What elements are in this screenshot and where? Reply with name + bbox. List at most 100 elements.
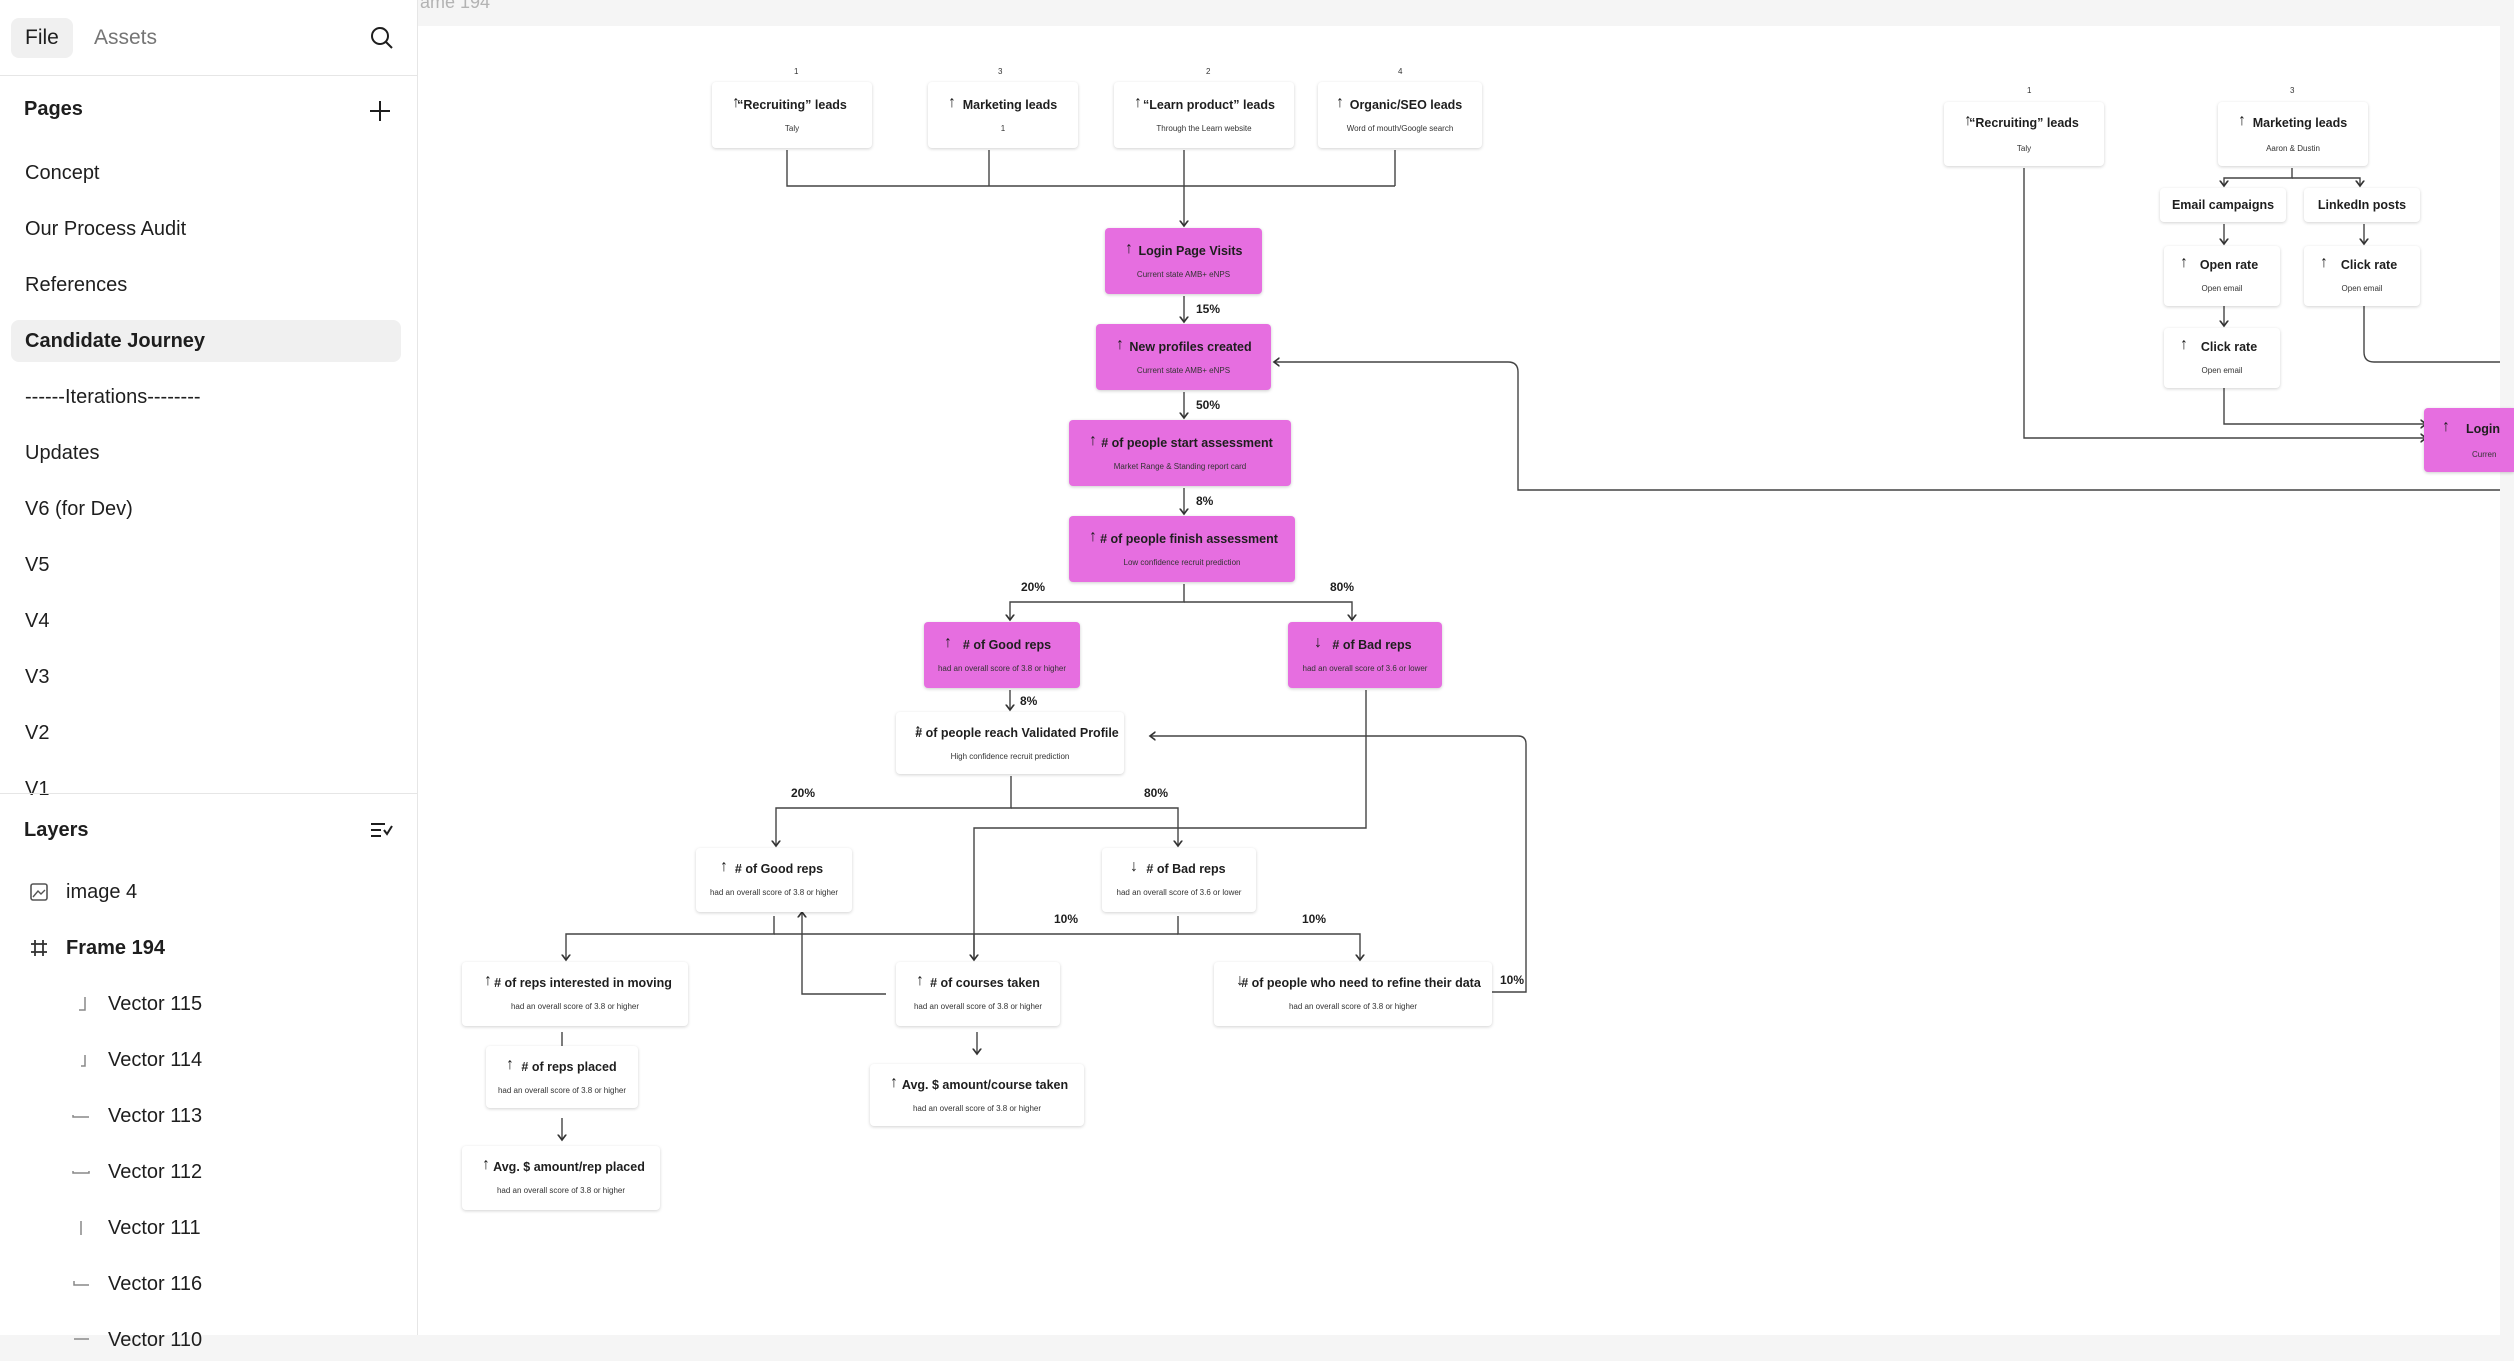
pct-label: 15% — [1196, 302, 1221, 316]
lead-number: 1 — [2027, 86, 2032, 95]
page-item-references[interactable]: References — [25, 274, 128, 296]
node-bad-reps-1[interactable]: ↓ # of Bad reps had an overall score of … — [1288, 622, 1442, 688]
pages-title: Pages — [24, 98, 83, 120]
node-finish-assessment[interactable]: ↑ # of people finish assessment Low conf… — [1069, 516, 1295, 582]
arrow-up-icon: ↑ — [1089, 528, 1097, 545]
arrow-up-icon: ↑ — [948, 94, 956, 111]
node-avg-rep-placed[interactable]: ↑ Avg. $ amount/rep placed had an overal… — [462, 1146, 660, 1210]
frame-label[interactable]: ame 194 — [420, 0, 491, 12]
node-email-campaigns[interactable]: Email campaigns — [2160, 188, 2286, 222]
arrow-down-icon: ↓ — [1130, 858, 1138, 875]
page-item-v2[interactable]: V2 — [25, 722, 50, 744]
arrow-up-icon: ↑ — [1125, 240, 1133, 257]
page-item-updates[interactable]: Updates — [25, 442, 100, 464]
page-item-candidate-journey[interactable]: Candidate Journey — [11, 320, 401, 362]
node-recruiting-leads[interactable]: ↑ “Recruiting” leads Taly — [712, 82, 872, 148]
node-open-rate[interactable]: ↑ Open rate Open email — [2164, 246, 2280, 306]
layer-vector-112[interactable]: Vector 112 — [108, 1161, 203, 1183]
node-bad-reps-2[interactable]: ↓ # of Bad reps had an overall score of … — [1102, 848, 1256, 912]
node-reps-interested[interactable]: ↑ # of reps interested in moving had an … — [462, 962, 688, 1026]
page-item-v1[interactable]: V1 — [25, 778, 50, 800]
arrow-up-icon: ↑ — [2442, 418, 2450, 435]
pct-label: 10% — [1302, 912, 1327, 926]
image-layer-icon — [28, 882, 50, 904]
vector-icon — [70, 1162, 92, 1184]
node-refine-data[interactable]: ↓ # of people who need to refine their d… — [1214, 962, 1492, 1026]
node-click-rate-linkedin[interactable]: ↑ Click rate Open email — [2304, 246, 2420, 306]
arrow-up-icon: ↑ — [1134, 94, 1142, 111]
node-login-page-visits[interactable]: ↑ Login Page Visits Current state AMB+ e… — [1105, 228, 1262, 294]
page-item-v6[interactable]: V6 (for Dev) — [25, 498, 133, 520]
collapse-layers-icon[interactable] — [363, 813, 399, 849]
frame-194[interactable] — [418, 26, 2500, 1335]
pages-layers-divider — [0, 793, 417, 794]
design-canvas[interactable]: ame 194 — [418, 0, 2514, 1335]
arrow-up-icon: ↑ — [2238, 112, 2246, 129]
node-marketing-leads[interactable]: ↑ Marketing leads 1 — [928, 82, 1078, 148]
lead-number: 3 — [2290, 86, 2295, 95]
pct-label: 10% — [1500, 973, 1525, 987]
pct-label: 80% — [1144, 786, 1169, 800]
page-item-v3[interactable]: V3 — [25, 666, 50, 688]
pct-label: 8% — [1196, 494, 1214, 508]
lead-number: 4 — [1398, 67, 1403, 76]
lead-number: 3 — [998, 67, 1003, 76]
layer-vector-113[interactable]: Vector 113 — [108, 1105, 203, 1127]
pct-label: 10% — [1054, 912, 1079, 926]
node-reps-placed[interactable]: ↑ # of reps placed had an overall score … — [486, 1046, 638, 1108]
layer-frame-194[interactable]: Frame 194 — [66, 937, 165, 959]
arrow-up-icon: ↑ — [916, 972, 924, 989]
node-good-reps-2[interactable]: ↑ # of Good reps had an overall score of… — [696, 848, 852, 912]
page-item-iterations-divider[interactable]: ------Iterations-------- — [25, 386, 201, 408]
arrow-up-icon: ↑ — [1336, 94, 1344, 111]
arrow-down-icon: ↓ — [1314, 634, 1322, 651]
arrow-up-icon: ↑ — [1964, 112, 1972, 129]
add-page-icon[interactable] — [362, 93, 398, 129]
tab-assets[interactable]: Assets — [94, 26, 158, 49]
node-avg-course[interactable]: ↑ Avg. $ amount/course taken had an over… — [870, 1064, 1084, 1126]
lead-number: 1 — [794, 67, 799, 76]
tab-file[interactable]: File — [11, 18, 73, 58]
node-linkedin-posts[interactable]: LinkedIn posts — [2304, 188, 2420, 222]
vector-icon — [70, 994, 92, 1016]
lead-number: 2 — [1206, 67, 1211, 76]
page-item-process-audit[interactable]: Our Process Audit — [25, 218, 187, 240]
vector-icon — [70, 1274, 92, 1296]
arrow-up-icon: ↑ — [506, 1056, 514, 1073]
layer-vector-110[interactable]: Vector 110 — [108, 1329, 203, 1351]
arrow-up-icon: ↑ — [944, 634, 952, 651]
page-item-v5[interactable]: V5 — [25, 554, 50, 576]
node-learn-leads[interactable]: ↑ “Learn product” leads Through the Lear… — [1114, 82, 1294, 148]
arrow-up-icon: ↑ — [2320, 254, 2328, 271]
layer-vector-115[interactable]: Vector 115 — [108, 993, 203, 1015]
layers-title: Layers — [24, 819, 89, 841]
arrow-up-icon: ↑ — [2180, 336, 2188, 353]
node-start-assessment[interactable]: ↑ # of people start assessment Market Ra… — [1069, 420, 1291, 486]
node-new-profiles[interactable]: ↑ New profiles created Current state AMB… — [1096, 324, 1271, 390]
arrow-up-icon: ↑ — [484, 972, 492, 989]
node-right-recruiting-leads[interactable]: ↑ “Recruiting” leads Taly — [1944, 102, 2104, 166]
page-item-concept[interactable]: Concept — [25, 162, 100, 184]
layer-vector-116[interactable]: Vector 116 — [108, 1273, 203, 1295]
layer-image-4[interactable]: image 4 — [66, 881, 138, 903]
node-click-rate-email[interactable]: ↑ Click rate Open email — [2164, 328, 2280, 388]
vector-icon — [70, 1106, 92, 1128]
node-organic-leads[interactable]: ↑ Organic/SEO leads Word of mouth/Google… — [1318, 82, 1482, 148]
layer-vector-114[interactable]: Vector 114 — [108, 1049, 203, 1071]
vector-icon — [70, 1050, 92, 1072]
node-good-reps-1[interactable]: ↑ # of Good reps had an overall score of… — [924, 622, 1080, 688]
left-sidebar: File Assets Pages Concept Our Process Au… — [0, 0, 418, 1351]
sidebar-tabbar: File Assets — [0, 0, 417, 76]
node-validated-profile[interactable]: ↑ # of people reach Validated Profile Hi… — [896, 712, 1124, 774]
node-right-marketing-leads[interactable]: ↑ Marketing leads Aaron & Dustin — [2218, 102, 2368, 166]
layer-vector-111[interactable]: Vector 111 — [108, 1217, 201, 1239]
pct-label: 80% — [1330, 580, 1355, 594]
vector-icon — [70, 1330, 92, 1352]
search-icon[interactable] — [364, 20, 400, 56]
arrow-up-icon: ↑ — [482, 1156, 490, 1173]
layers-list-clip: Vector 110 — [0, 1319, 417, 1351]
node-right-login[interactable]: ↑ Login Curren — [2424, 408, 2514, 472]
page-item-v4[interactable]: V4 — [25, 610, 50, 632]
node-courses-taken[interactable]: ↑ # of courses taken had an overall scor… — [896, 962, 1060, 1026]
arrow-down-icon: ↓ — [1236, 972, 1244, 989]
